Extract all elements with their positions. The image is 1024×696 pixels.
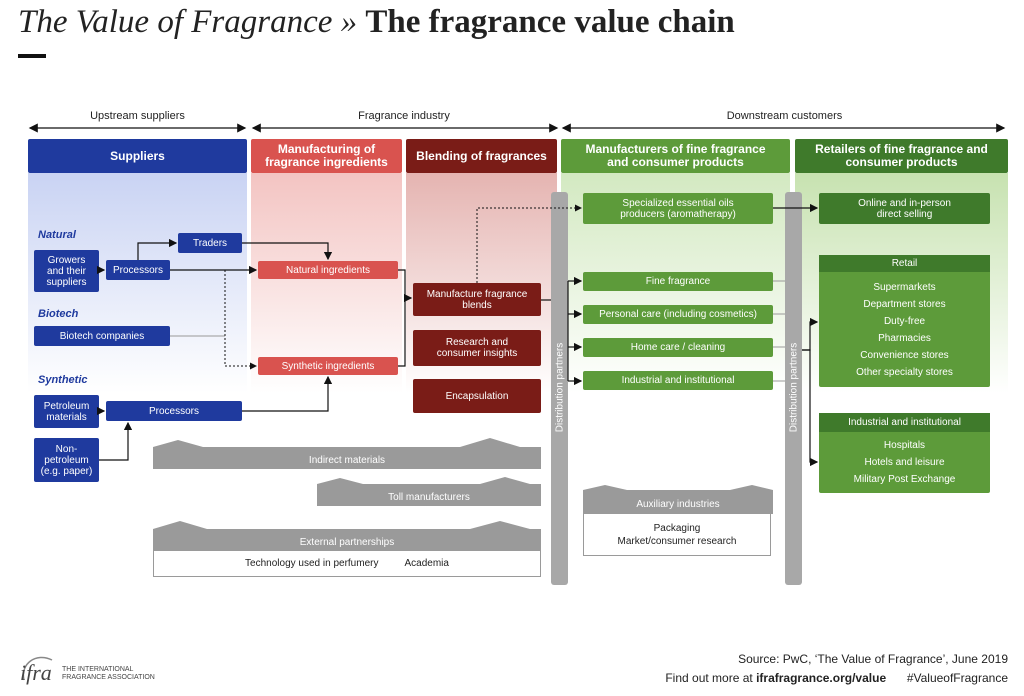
header-suppliers: Suppliers: [28, 139, 247, 173]
header-retailers: Retailers of fine fragrance and consumer…: [795, 139, 1008, 173]
ifra-logo-text: ifra: [20, 660, 52, 685]
retail-item: Department stores: [863, 299, 946, 310]
retail-item: Other specialty stores: [856, 367, 953, 378]
industrial-retail-item: Hospitals: [883, 440, 926, 451]
retail-item: Convenience stores: [860, 350, 949, 361]
auxiliary-items: Packaging Market/consumer research: [583, 514, 771, 556]
natural-ingredients-box: Natural ingredients: [258, 261, 398, 279]
traders-to-natural: [242, 242, 333, 261]
distribution-bar-1: [551, 192, 568, 585]
category-biotech: Biotech: [38, 308, 79, 320]
processors-to-synthetic: [242, 375, 333, 412]
external-items: Technology used in perfumery Academia: [153, 551, 541, 577]
processors-to-traders: [137, 238, 178, 260]
traders-box: Traders: [178, 233, 242, 253]
nonpetroleum-box: Non-petroleum (e.g. paper): [34, 438, 99, 482]
toll-manufacturers-band: Toll manufacturers: [317, 488, 541, 506]
title-bold: The fragrance value chain: [365, 4, 735, 40]
category-natural: Natural: [38, 229, 76, 241]
header-manufacturers: Manufacturers of fine fragrance and cons…: [561, 139, 790, 173]
hashtag: #ValueofFragrance: [906, 671, 1008, 685]
external-item-academia: Academia: [404, 558, 449, 569]
industrial-retail-item: Hotels and leisure: [864, 457, 945, 468]
header-blending: Blending of fragrances: [406, 139, 557, 173]
external-band-peaks: [153, 521, 541, 533]
retail-item: Supermarkets: [873, 282, 936, 293]
distribution-bar-2: [785, 192, 802, 585]
personal-care-box: Personal care (including cosmetics): [583, 305, 773, 324]
petroleum-box: Petroleum materials: [34, 395, 99, 428]
auxiliary-industries-band: Auxiliary industries: [583, 494, 773, 514]
page-title: The Value of Fragrance » The fragrance v…: [18, 4, 735, 41]
essential-oils-box: Specialized essential oils producers (ar…: [583, 193, 773, 224]
section-industry: Fragrance industry: [358, 110, 450, 122]
toll-band-peaks: [317, 477, 541, 488]
processors-synthetic-box: Processors: [106, 401, 242, 421]
ifra-tagline: THE INTERNATIONAL FRAGRANCE ASSOCIATION: [62, 666, 155, 681]
section-upstream: Upstream suppliers: [90, 110, 185, 122]
external-partnerships-band: External partnerships: [153, 533, 541, 551]
logo-swoosh: [22, 656, 53, 681]
growers-box: Growers and their suppliers: [34, 250, 99, 292]
header-manufacturing: Manufacturing of fragrance ingredients: [251, 139, 402, 173]
source-text: Source: PwC, ‘The Value of Fragrance’, J…: [738, 652, 1008, 666]
auxiliary-band-peaks: [583, 485, 773, 494]
industrial-retail-item: Military Post Exchange: [853, 474, 956, 485]
mfr-to-distribution: [773, 280, 785, 382]
indirect-materials-band: Indirect materials: [153, 451, 541, 469]
industrial-mfr-box: Industrial and institutional: [583, 371, 773, 390]
nonpetroleum-to-processors: [99, 421, 133, 461]
findout-line: Find out more at ifrafragrance.org/value…: [665, 671, 1008, 685]
retail-item: Pharmacies: [878, 333, 931, 344]
section-downstream: Downstream customers: [726, 110, 843, 122]
research-box: Research and consumer insights: [413, 330, 541, 366]
home-care-box: Home care / cleaning: [583, 338, 773, 357]
biotech-companies-box: Biotech companies: [34, 326, 170, 346]
synthetic-ingredients-box: Synthetic ingredients: [258, 357, 398, 375]
auxiliary-item-research: Market/consumer research: [617, 536, 737, 547]
industrial-retail-title: Industrial and institutional: [819, 413, 990, 432]
category-synthetic: Synthetic: [38, 374, 88, 386]
distribution-to-industrial: [802, 349, 819, 467]
indirect-band-peaks: [153, 438, 541, 451]
title-underline: [18, 54, 46, 58]
auxiliary-item-packaging: Packaging: [653, 523, 701, 534]
findout-text: Find out more at: [665, 671, 753, 685]
external-item-technology: Technology used in perfumery: [245, 558, 379, 569]
encapsulation-box: Encapsulation: [413, 379, 541, 413]
processors-natural-box: Processors: [106, 260, 170, 280]
ingredients-to-blends: [398, 269, 411, 367]
distribution-to-retail: [802, 317, 819, 351]
online-selling-box: Online and in-person direct selling: [819, 193, 990, 224]
fine-fragrance-box: Fine fragrance: [583, 272, 773, 291]
manufacture-blends-box: Manufacture fragrance blends: [413, 283, 541, 316]
manufacturing-column-bg: [251, 173, 402, 393]
retail-title: Retail: [819, 255, 990, 272]
title-italic: The Value of Fragrance »: [18, 4, 358, 40]
blends-to-essential: [476, 204, 582, 283]
findout-url[interactable]: ifrafragrance.org/value: [756, 671, 887, 685]
retail-item: Duty-free: [883, 316, 926, 327]
